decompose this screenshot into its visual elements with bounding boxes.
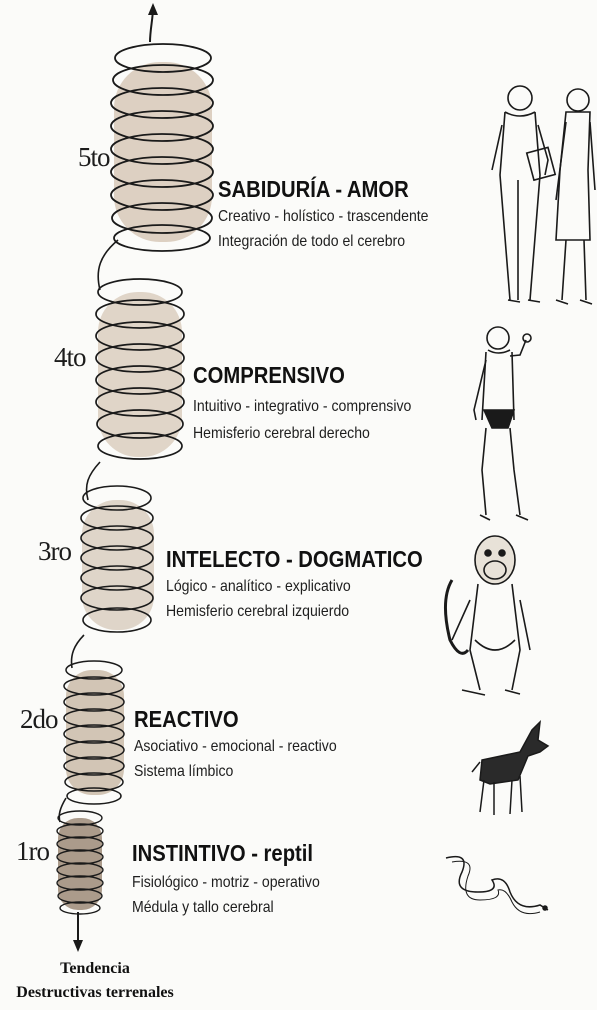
level-number-2: 2do — [20, 704, 58, 734]
dog-icon — [471, 719, 550, 815]
level-desc-2-line1: Asociativo - emocional - reactivo — [134, 738, 337, 755]
level-title-4: COMPRENSIVO — [193, 362, 345, 388]
human-couple-icon — [491, 85, 596, 305]
level-title-1: INSTINTIVO - reptil — [132, 840, 314, 866]
level-title-5: SABIDURÍA - AMOR — [218, 176, 409, 202]
level-desc-1-line2: Médula y tallo cerebral — [132, 899, 274, 916]
coil-level-5 — [110, 43, 214, 252]
coil-level-1 — [56, 810, 104, 915]
level-desc-3-line2: Hemisferio cerebral izquierdo — [166, 603, 350, 620]
up-arrow-icon — [148, 3, 158, 43]
bottom-caption-line1: Tendencia — [60, 960, 130, 977]
bottom-caption-line2: Destructivas terrenales — [16, 984, 174, 1001]
level-desc-4-line1: Intuitivo - integrativo - comprensivo — [193, 398, 412, 415]
human-figure-icon — [473, 326, 532, 521]
down-arrow-icon — [73, 912, 83, 952]
coil-level-2 — [63, 660, 125, 805]
snake-icon — [445, 855, 549, 915]
spiral-connector — [58, 239, 119, 823]
level-desc-1-line1: Fisiológico - motriz - operativo — [132, 874, 320, 891]
coil-level-3 — [80, 485, 154, 633]
level-title-2: REACTIVO — [134, 706, 239, 732]
level-title-3: INTELECTO - DOGMATICO — [166, 546, 423, 572]
monkey-icon — [444, 535, 531, 696]
coil-level-4 — [95, 278, 185, 460]
level-desc-3-line1: Lógico - analítico - explicativo — [166, 578, 351, 595]
level-number-3: 3ro — [38, 536, 72, 566]
level-desc-4-line2: Hemisferio cerebral derecho — [193, 425, 370, 442]
level-number-1: 1ro — [16, 836, 50, 866]
level-number-5: 5to — [78, 142, 111, 172]
level-desc-5-line2: Integración de todo el cerebro — [218, 233, 406, 250]
level-desc-2-line2: Sistema límbico — [134, 763, 234, 780]
level-desc-5-line1: Creativo - holístico - trascendente — [218, 208, 429, 225]
level-number-4: 4to — [54, 342, 87, 372]
